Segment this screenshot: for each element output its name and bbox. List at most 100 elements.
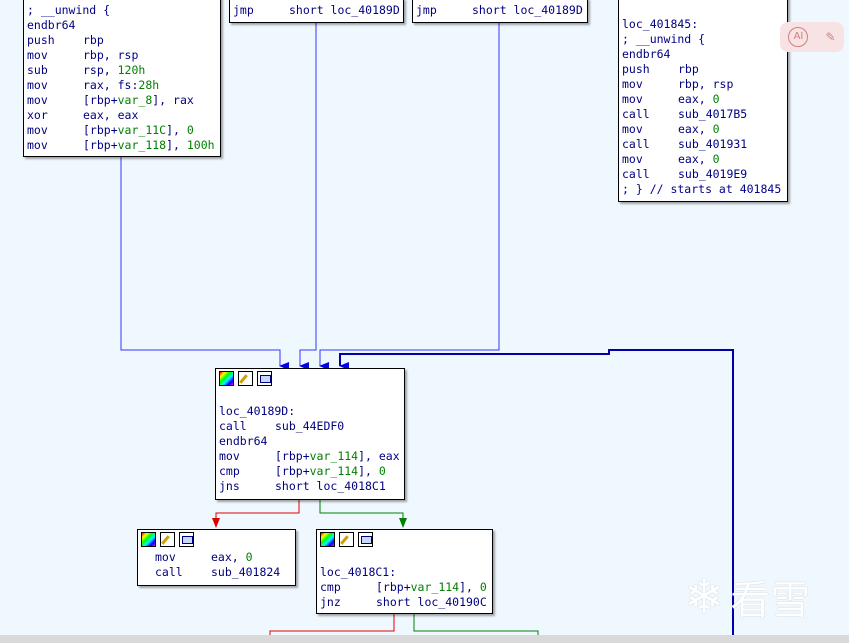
asm-line[interactable]: jnz short loc_40190C bbox=[320, 595, 492, 610]
block-header-toolbar bbox=[216, 369, 404, 389]
asm-operand: ], bbox=[358, 464, 379, 478]
asm-mnemonic: mov bbox=[27, 48, 48, 62]
asm-operand: rbp, rsp bbox=[678, 77, 734, 91]
asm-comment: ; } // starts at 401845 bbox=[622, 182, 782, 196]
asm-number: 0 bbox=[186, 123, 194, 137]
block-header-toolbar bbox=[138, 530, 295, 550]
asm-variable: var_114 bbox=[309, 464, 359, 478]
asm-operand: [rbp+ bbox=[83, 123, 118, 137]
asm-operand: eax, eax bbox=[83, 108, 139, 122]
asm-line[interactable]: loc_40189D: bbox=[219, 404, 404, 419]
asm-operand: ], bbox=[166, 138, 187, 152]
asm-mnemonic: mov bbox=[622, 152, 643, 166]
asm-operand: ], bbox=[459, 580, 480, 594]
asm-mnemonic: sub bbox=[27, 63, 48, 77]
asm-line[interactable]: endbr64 bbox=[622, 47, 787, 62]
asm-line[interactable]: ; } // starts at 401845 bbox=[622, 182, 787, 197]
asm-line[interactable]: loc_401845: bbox=[622, 17, 787, 32]
asm-operand: eax, bbox=[678, 122, 713, 136]
asm-operand: rbp, rsp bbox=[83, 48, 139, 62]
asm-operand: short loc_40189D bbox=[472, 3, 583, 17]
asm-mnemonic: mov bbox=[219, 449, 240, 463]
edge-false-to-fail_path bbox=[212, 498, 300, 528]
edit-pencil-icon[interactable] bbox=[339, 532, 354, 547]
asm-line[interactable]: mov[rbp+var_8], rax bbox=[27, 93, 220, 108]
graph-view-icon[interactable] bbox=[358, 532, 373, 547]
asm-operand: sub_401824 bbox=[211, 565, 281, 579]
asm-operand: ], bbox=[166, 123, 187, 137]
asm-operand: [rbp+ bbox=[83, 93, 118, 107]
asm-line[interactable]: mov rbp, rsp bbox=[27, 48, 220, 63]
asm-line[interactable]: cmp[rbp+var_114], 0 bbox=[219, 464, 404, 479]
asm-line[interactable]: ; __unwind { bbox=[27, 3, 220, 18]
ai-assistant-button[interactable]: AI ✎ bbox=[780, 22, 844, 52]
asm-mnemonic: mov bbox=[27, 138, 48, 152]
graph-view-icon[interactable] bbox=[257, 371, 272, 386]
asm-line[interactable]: mov[rbp+var_118], 100h bbox=[27, 138, 220, 153]
edit-pencil-icon[interactable] bbox=[160, 532, 175, 547]
asm-line[interactable]: cmp[rbp+var_114], 0 bbox=[320, 580, 492, 595]
asm-line[interactable]: call sub_4019E9 bbox=[622, 167, 787, 182]
asm-operand: sub_4019E9 bbox=[678, 167, 748, 181]
color-palette-icon[interactable] bbox=[219, 371, 234, 386]
asm-mnemonic: call bbox=[155, 565, 183, 579]
asm-line[interactable]: mov[rbp+var_114], eax bbox=[219, 449, 404, 464]
asm-operand: short loc_40190C bbox=[376, 595, 487, 609]
asm-operand: [rbp+ bbox=[275, 464, 310, 478]
color-palette-icon[interactable] bbox=[320, 532, 335, 547]
asm-line[interactable]: ; __unwind { bbox=[622, 32, 787, 47]
asm-variable: var_8 bbox=[117, 93, 153, 107]
asm-line[interactable]: loc_4018C1: bbox=[320, 565, 492, 580]
asm-operand: [rbp+ bbox=[83, 138, 118, 152]
asm-line[interactable]: endbr64 bbox=[27, 18, 220, 33]
asm-mnemonic: cmp bbox=[320, 580, 341, 594]
snowflake-icon: ❄ bbox=[684, 569, 725, 625]
asm-operand: sub_401931 bbox=[678, 137, 748, 151]
asm-line[interactable]: mov[rbp+var_11C], 0 bbox=[27, 123, 220, 138]
asm-mnemonic: endbr64 bbox=[27, 18, 76, 32]
asm-line[interactable]: call sub_401824 bbox=[141, 565, 295, 580]
asm-mnemonic: jnz bbox=[320, 595, 341, 609]
color-palette-icon[interactable] bbox=[141, 532, 156, 547]
asm-operand: short loc_4018C1 bbox=[275, 479, 386, 493]
asm-operand: rbp bbox=[678, 62, 699, 76]
asm-line[interactable] bbox=[320, 550, 492, 565]
asm-number: 0 bbox=[712, 152, 720, 166]
edit-pencil-icon[interactable] bbox=[238, 371, 253, 386]
asm-variable: var_114 bbox=[410, 580, 460, 594]
graph-view-icon[interactable] bbox=[179, 532, 194, 547]
asm-line[interactable]: endbr64 bbox=[219, 434, 404, 449]
magic-wand-icon[interactable]: ✎ bbox=[825, 30, 836, 44]
asm-variable: var_11C bbox=[117, 123, 167, 137]
asm-mnemonic: call bbox=[622, 167, 650, 181]
asm-mnemonic: mov bbox=[27, 93, 48, 107]
asm-mnemonic: push bbox=[27, 33, 55, 47]
asm-line[interactable] bbox=[219, 389, 404, 404]
